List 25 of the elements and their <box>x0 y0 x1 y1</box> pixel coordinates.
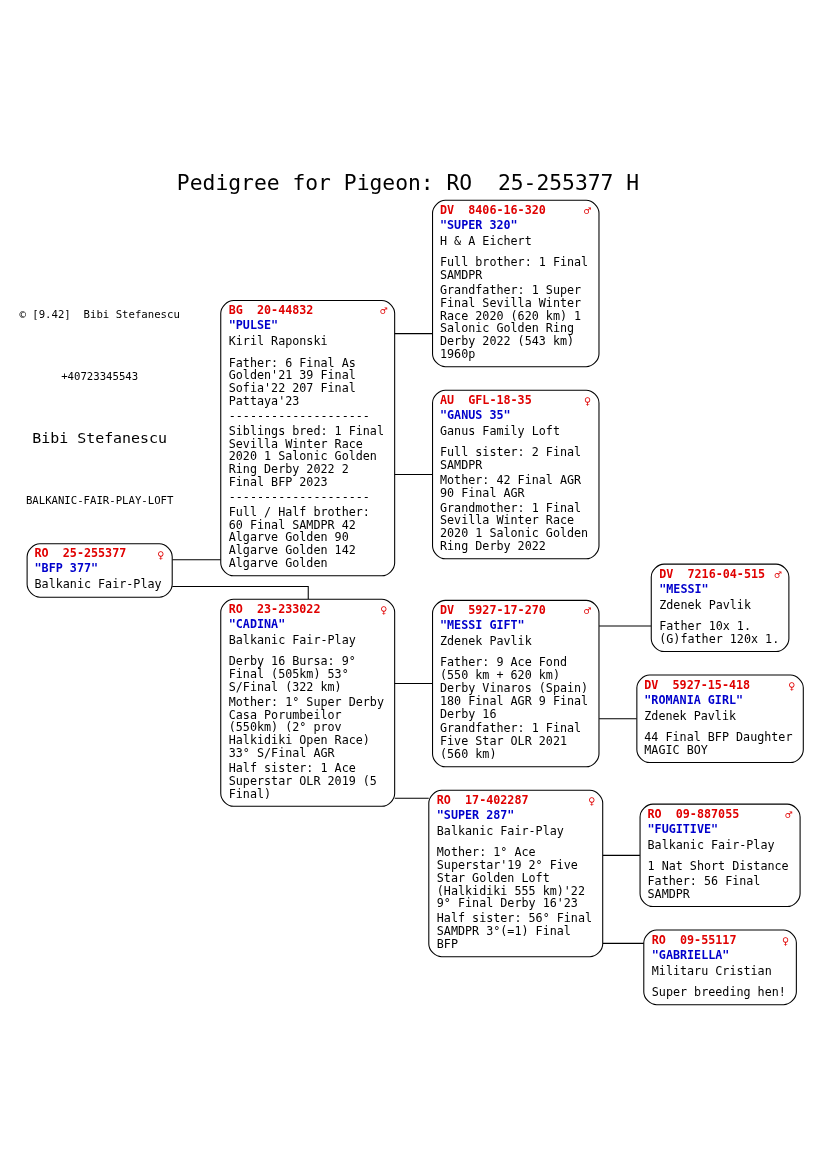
node-box: DV 7216-04-515 ♂ "MESSI" Zdenek Pavlik Father 10x 1. (G)father 120x 1. <box>650 563 790 652</box>
node-box: RO 23-233022 ♀ "CADINA" Balkanic Fair-Play Derby 16 Bursa: 9° Final (505km) 53° S/Final (322 km) Mother: 1° Super Derby Casa Porumbeilor (550km) (2° prov Halkidiki Open Race) 33° S/Final AGR Half sister: 1 Ace Superstar OLR 2019 (5 Final) <box>220 598 396 807</box>
connector <box>598 624 652 626</box>
connector <box>394 682 433 684</box>
connector <box>598 717 638 719</box>
connector <box>602 942 645 944</box>
node-box: RO 09-887055 ♂ "FUGITIVE" Balkanic Fair-Play 1 Nat Short Distance Father: 56 Final SAMDPR <box>639 803 801 907</box>
label: +40723345543 <box>61 369 139 383</box>
node-box: DV 5927-15-418 ♀ "ROMANIA GIRL" Zdenek Pavlik 44 Final BFP Daughter MAGIC BOY <box>636 674 804 763</box>
node-box: DV 5927-17-270 ♂ "MESSI GIFT" Zdenek Pavlik Father: 9 Ace Fond (550 km + 620 km) Derby Vinaros (Spain) 180 Final AGR 9 Final Derby 16 Grandfather: 1 Final Five Star OLR 2021 (560 km) <box>432 599 600 767</box>
connector <box>171 558 222 560</box>
connector <box>394 473 433 475</box>
label: BALKANIC-FAIR-PLAY-LOFT <box>25 493 174 507</box>
node-box: BG 20-44832 ♂ "PULSE" Kiril Raponski Father: 6 Final As Golden'21 39 Final Sofia'22 207 Final Pattaya'23 -------------------- Siblings bred: 1 Final Sevilla Winter Race 2020 1 Salonic Golden Ring Derby 2022 2 Final BFP 2023 -------------------- Full / Half brother: 60 Final SAMDPR 42 Algarve Golden 90 Algarve Golden 142 Algarve Golden <box>220 299 396 576</box>
node-box: RO 17-402287 ♀ "SUPER 287" Balkanic Fair-Play Mother: 1° Ace Superstar'19 2° Five Star Golden Loft (Halkidiki 555 km)'22 9° Final Derby 16'23 Half sister: 56° Final SAMDPR 3°(=1) Final BFP <box>428 789 604 957</box>
diagram-title: Pedigree for Pigeon: RO 25-255377 H <box>176 169 640 195</box>
node-box: RO 25-255377 ♀ "BFP 377" Balkanic Fair-Play <box>26 542 173 598</box>
node-box: DV 8406-16-320 ♂ "SUPER 320" H & A Eichert Full brother: 1 Final SAMDPR Grandfather: 1 Super Final Sevilla Winter Race 2020 (620 km) 1 Salonic Golden Ring Derby 2022 (543 km) 1960p <box>432 199 600 367</box>
connector <box>394 797 430 799</box>
label: Bibi Stefanescu <box>32 428 168 447</box>
node-box: RO 09-55117 ♀ "GABRIELLA" Militaru Cristian Super breeding hen! <box>643 929 797 1005</box>
connector <box>602 854 641 856</box>
connector <box>394 332 433 334</box>
label: © [9.42] Bibi Stefanescu <box>19 307 180 321</box>
node-box: AU GFL-18-35 ♀ "GANUS 35" Ganus Family Loft Full sister: 2 Final SAMDPR Mother: 42 Final AGR 90 Final AGR Grandmother: 1 Final Sevilla Winter Race 2020 1 Salonic Golden Ring Derby 2022 <box>432 389 600 559</box>
